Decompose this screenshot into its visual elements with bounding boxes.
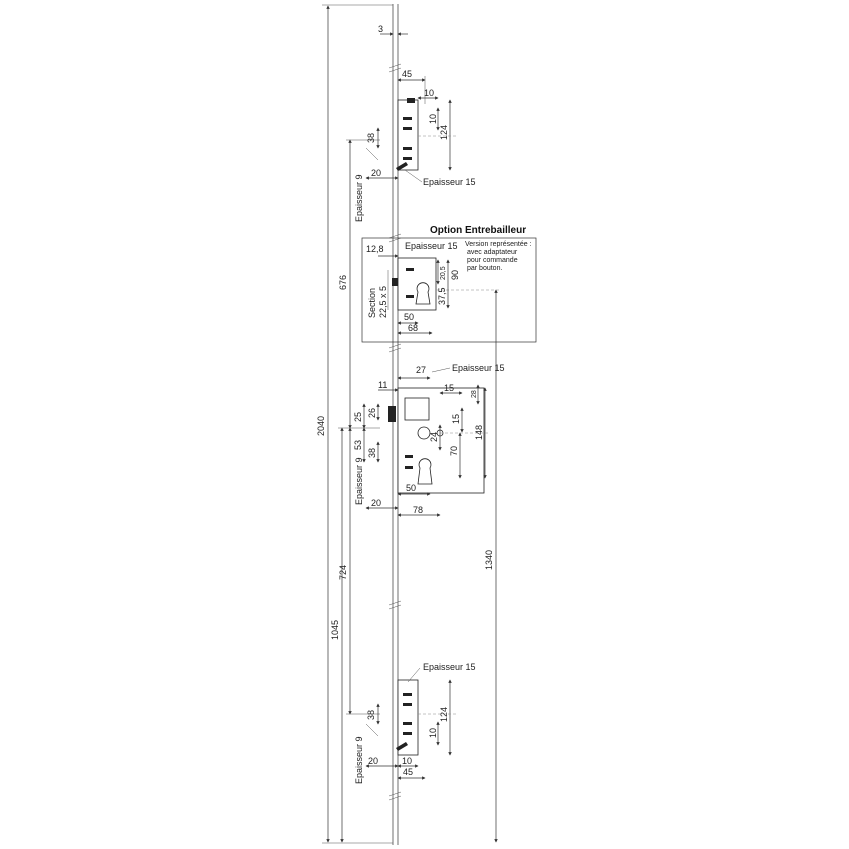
- option-note-3: pour commande: [467, 257, 518, 264]
- dim-724: 724: [338, 565, 348, 580]
- dim-20-bottom: 20: [368, 756, 378, 766]
- dim-676: 676: [338, 275, 348, 290]
- dim-20-top: 20: [371, 168, 381, 178]
- option-note-4: par bouton.: [467, 265, 502, 272]
- dim-20-5: 20,5: [440, 266, 447, 280]
- dim-24: 24: [429, 432, 439, 442]
- dim-38-bottom: 38: [366, 710, 376, 720]
- dim-53: 53: [353, 440, 363, 450]
- dim-11: 11: [378, 380, 387, 390]
- option-title: Option Entrebailleur: [430, 225, 526, 236]
- dim-78: 78: [413, 505, 423, 515]
- bottom-lock-body: [396, 679, 419, 756]
- dim-10-top: 10: [424, 88, 434, 98]
- dim-15-h: 15: [444, 383, 454, 393]
- dim-148: 148: [474, 425, 484, 440]
- dim-12-8: 12,8: [366, 244, 384, 254]
- dim-10-bottom: 10: [402, 756, 412, 766]
- top-lock-body: [396, 98, 419, 171]
- dim-10-top-v: 10: [428, 114, 438, 124]
- epaisseur-9-top: Epaisseur 9: [354, 174, 364, 222]
- dim-27: 27: [416, 365, 426, 375]
- dim-26: 26: [367, 408, 377, 418]
- dim-15-v: 15: [451, 414, 461, 424]
- dim-37-5: 37,5: [437, 287, 447, 305]
- dim-2040: 2040: [316, 416, 326, 436]
- dim-70: 70: [449, 446, 459, 456]
- epaisseur-15-top: Epaisseur 15: [423, 177, 476, 187]
- dimension-lines: [322, 4, 500, 844]
- dim-38-top: 38: [366, 133, 376, 143]
- option-note-1: Version représentée :: [465, 241, 532, 248]
- option-note-2: avec adaptateur: [467, 249, 518, 256]
- dim-50-main: 50: [406, 483, 416, 493]
- dim-38-main: 38: [367, 448, 377, 458]
- dim-3: 3: [378, 24, 383, 34]
- dim-68: 68: [408, 323, 418, 333]
- epaisseur-9-bottom: Epaisseur 9: [354, 736, 364, 784]
- dim-90: 90: [450, 270, 460, 280]
- epaisseur-15-main: Epaisseur 15: [452, 363, 505, 373]
- dim-25: 25: [353, 412, 363, 422]
- dim-124-top: 124: [439, 125, 449, 140]
- dim-10-bottom-v: 10: [428, 728, 438, 738]
- dim-28: 28: [471, 390, 478, 398]
- dim-45-bottom: 45: [403, 767, 413, 777]
- epaisseur-9-main: Epaisseur 9: [354, 457, 364, 505]
- epaisseur-15-bottom: Epaisseur 15: [423, 662, 476, 672]
- option-box: [361, 237, 537, 343]
- dim-1045: 1045: [330, 620, 340, 640]
- dim-45-top: 45: [402, 69, 412, 79]
- dim-124-bottom: 124: [439, 707, 449, 722]
- epaisseur-15-option: Epaisseur 15: [405, 241, 458, 251]
- section-value: 22,5 x 5: [378, 286, 388, 318]
- dim-20-main: 20: [371, 498, 381, 508]
- section-label: Section: [367, 288, 377, 318]
- dim-1340: 1340: [484, 550, 494, 570]
- dim-50-option: 50: [404, 312, 414, 322]
- labels: Option Entrebailleur Version représentée…: [316, 24, 532, 784]
